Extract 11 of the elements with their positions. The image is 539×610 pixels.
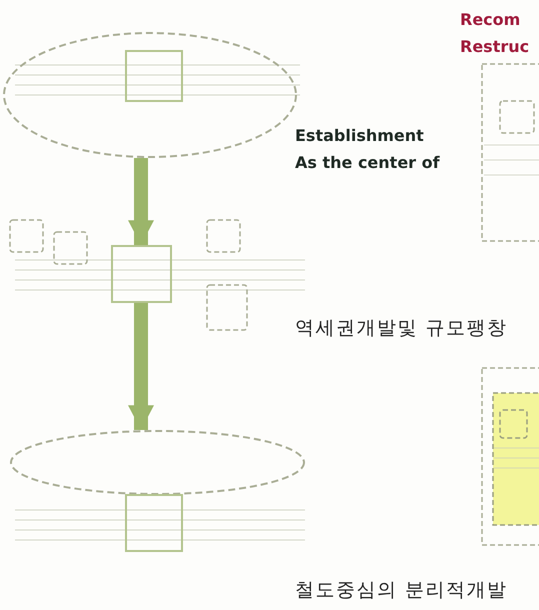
- square: [125, 494, 183, 552]
- square: [125, 50, 183, 102]
- caption-text: 철도중심의 분리적개발: [295, 578, 509, 602]
- heading-text: Recom Restruc: [460, 9, 530, 58]
- square: [111, 245, 172, 303]
- dashed-ellipse: [10, 430, 305, 495]
- caption-text: Establishment As the center of: [295, 125, 441, 174]
- block-arrow: [128, 303, 154, 430]
- caption-text: 역세권개발및 규모팽창: [295, 316, 509, 340]
- block-arrow: [128, 158, 154, 245]
- dashed-ellipse: [3, 32, 297, 158]
